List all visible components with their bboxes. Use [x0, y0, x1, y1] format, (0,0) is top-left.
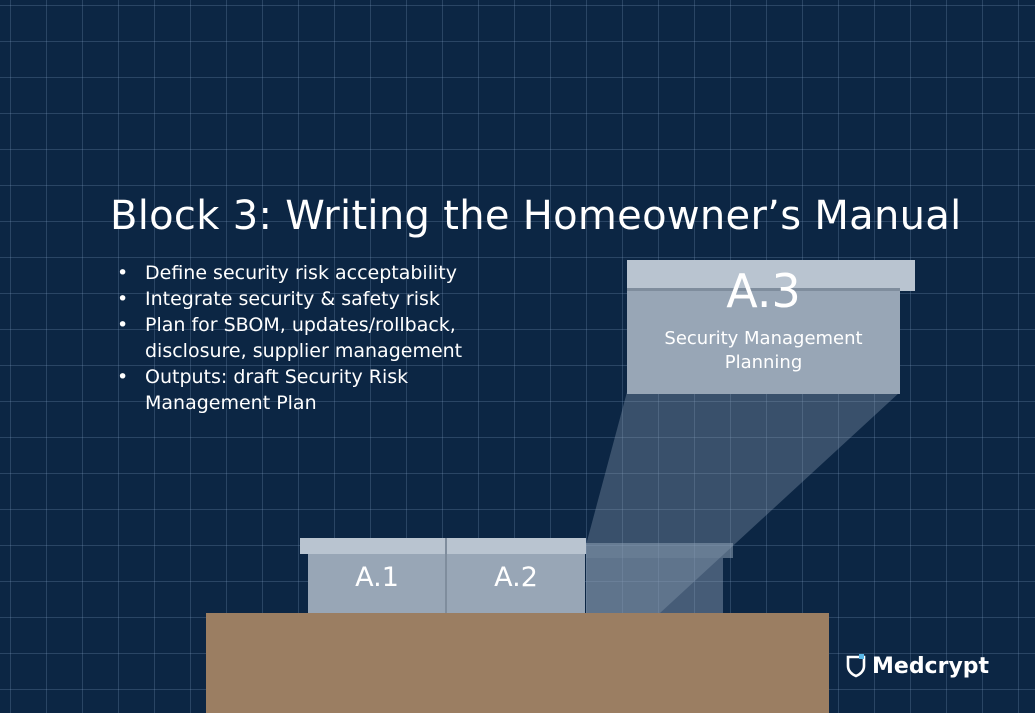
slot-box-lid — [586, 543, 733, 558]
ground-base — [206, 613, 829, 713]
box-a3-name: Security Management Planning — [627, 327, 900, 375]
medcrypt-logo: Medcrypt — [846, 651, 989, 681]
box-a2: A.2 — [447, 540, 585, 613]
shield-icon — [846, 654, 866, 678]
box-a3-code: A.3 — [627, 264, 900, 318]
box-a1: A.1 — [308, 540, 446, 613]
box-a2-label: A.2 — [447, 562, 585, 593]
slot-box-body — [586, 558, 723, 613]
logo-text: Medcrypt — [872, 654, 989, 679]
box-a1-label: A.1 — [308, 562, 446, 593]
